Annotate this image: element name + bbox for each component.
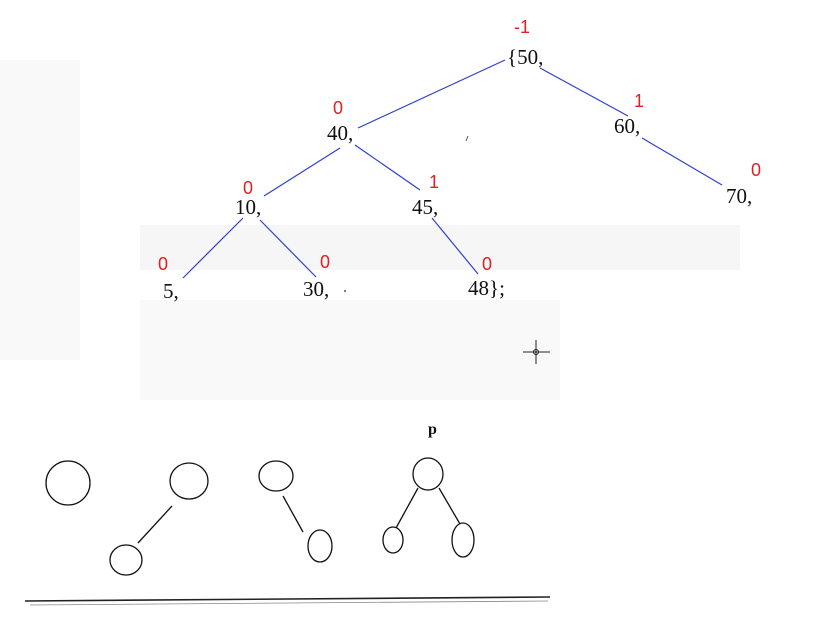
bf-node-30: 0 (320, 252, 330, 272)
edge-40-10 (263, 147, 341, 197)
shape2-edge (137, 505, 173, 544)
shape4-left-edge (395, 487, 419, 529)
stray-dot (344, 290, 346, 292)
stray-mark (465, 135, 469, 142)
node-50-label: {50, (507, 45, 543, 69)
bf-node-45: 1 (429, 172, 439, 192)
shape4-right-child (451, 522, 475, 558)
node-45-label: 45, (412, 195, 438, 219)
node-40-label: 40, (327, 121, 353, 145)
node-30-label: 30, (303, 277, 329, 301)
edge-40-45 (354, 144, 421, 191)
bottom-rule (24, 596, 551, 602)
shape2-root (169, 462, 209, 500)
background-artifact-left (0, 60, 80, 360)
tree-shapes: p (45, 421, 475, 576)
shape3-edge (282, 495, 304, 533)
shape4-root (412, 457, 444, 491)
bf-node-48: 0 (482, 254, 492, 274)
edge-10-5 (182, 217, 244, 279)
bf-node-50: -1 (514, 17, 530, 37)
edge-50-40 (357, 59, 506, 129)
bf-node-10: 0 (243, 178, 253, 198)
node-48-label: 48}; (468, 276, 505, 300)
bf-node-5: 0 (158, 254, 168, 274)
shape4-right-edge (438, 487, 461, 525)
edge-45-48 (431, 217, 479, 275)
shape4-left-child (382, 526, 404, 554)
node-70-label: 70, (726, 184, 752, 208)
node-10-label: 10, (235, 195, 261, 219)
shape1-root (45, 460, 91, 506)
bf-node-40: 0 (333, 98, 343, 118)
background-artifact-band-1 (140, 225, 740, 270)
background-artifact-band-2 (140, 300, 560, 400)
node-60-label: 60, (614, 114, 640, 138)
shape3-right-child (307, 529, 333, 563)
edge-50-60 (539, 67, 629, 117)
bf-node-60: 1 (634, 91, 644, 111)
edge-10-30 (259, 219, 317, 278)
shape3-root (258, 460, 294, 492)
shape2-left-child (109, 544, 143, 576)
bf-node-70: 0 (751, 160, 761, 180)
edge-60-70 (641, 137, 723, 186)
bottom-rule-shadow (29, 600, 549, 606)
tree-edges (182, 59, 723, 279)
node-5-label: 5, (163, 279, 179, 303)
crosshair-cursor-icon (523, 340, 550, 364)
node-p-label: p (428, 421, 437, 438)
